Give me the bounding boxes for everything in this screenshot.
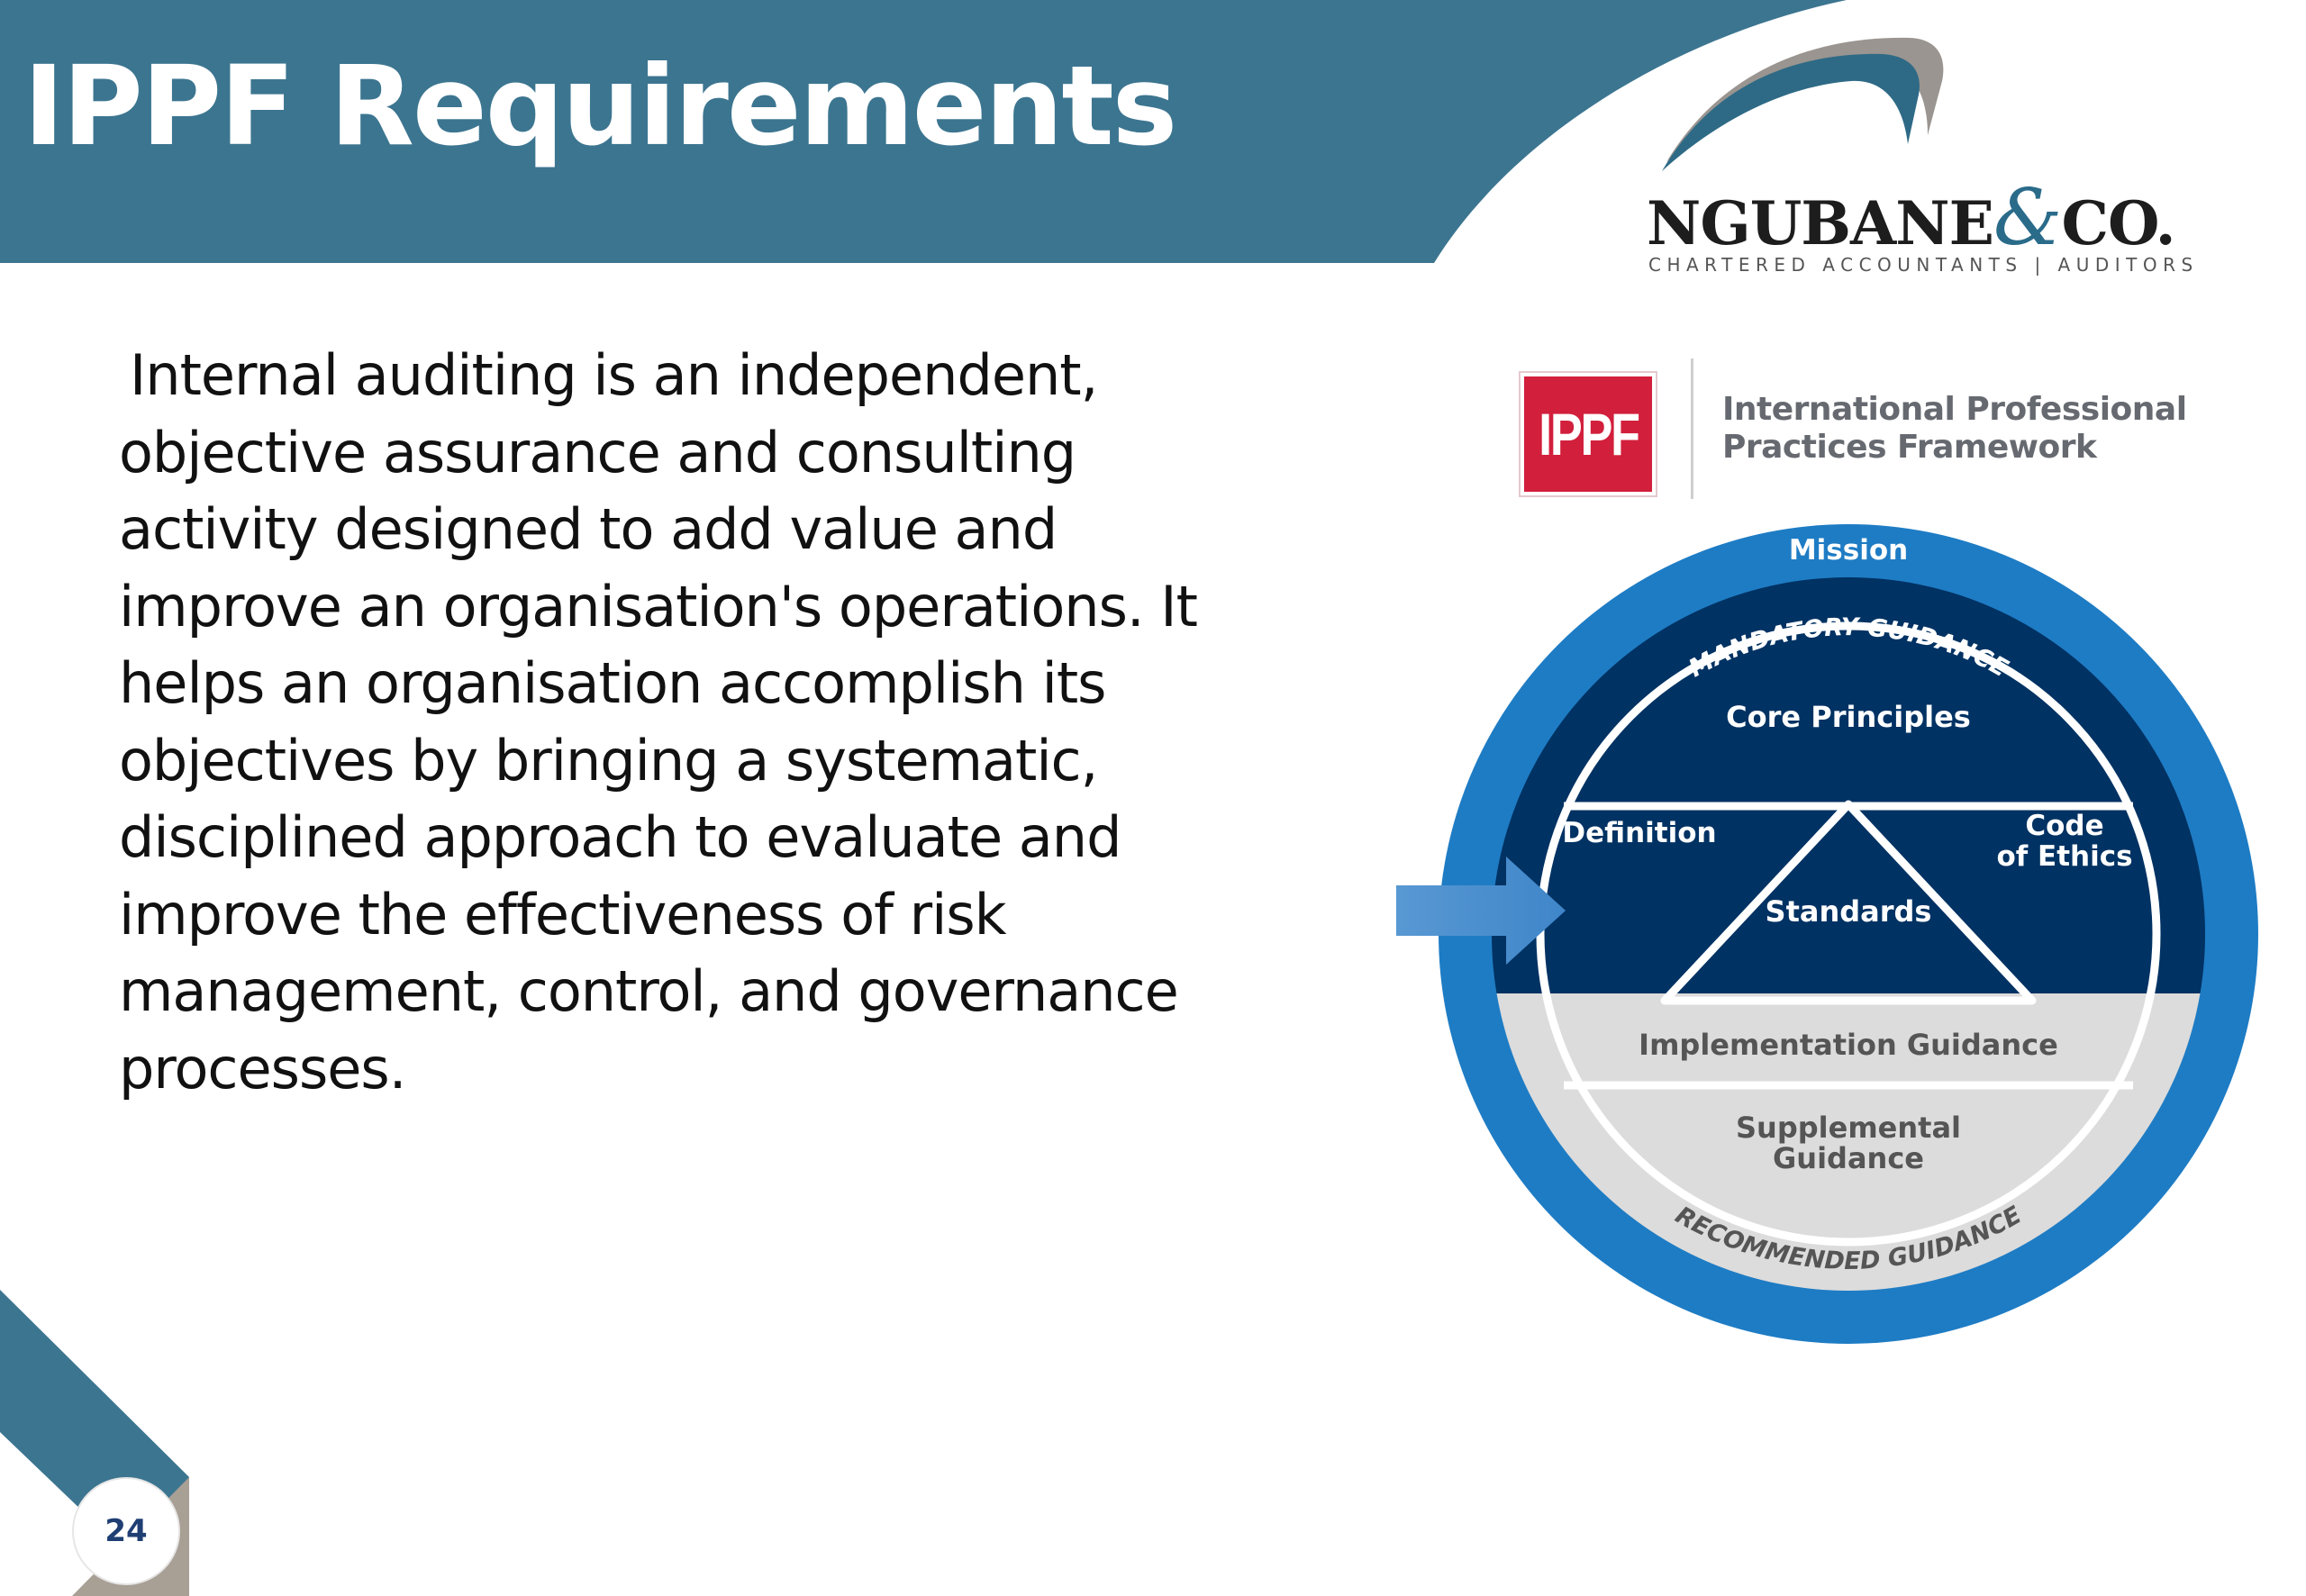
header-band [0, 0, 1847, 263]
standards-triangle [1660, 800, 2037, 1005]
code-of-ethics-label-line2: of Ethics [1996, 840, 2132, 873]
standards-label: Standards [1766, 894, 1932, 929]
ippf-divider [1691, 358, 1693, 499]
page-number-badge: 24 [72, 1477, 180, 1585]
code-of-ethics-label-line1: Code [2025, 810, 2103, 842]
supplemental-guidance-label-line2: Guidance [1773, 1141, 1924, 1175]
ippf-badge-text: IPPF [1538, 401, 1640, 467]
company-logo-tagline: CHARTERED ACCOUNTANTS | AUDITORS [1648, 254, 2199, 276]
mission-label: Mission [1789, 534, 1908, 567]
core-principles-label: Core Principles [1726, 700, 1971, 734]
inner-divider-ring [1536, 621, 2161, 1247]
company-logo-wordmark: NGUBANE&CO. [1647, 179, 2176, 259]
definition-paragraph: Internal auditing is an independent, obj… [119, 342, 1198, 1102]
slide-title: IPPF Requirements [23, 42, 1177, 170]
definition-label: Definition [1562, 817, 1716, 849]
logo-ampersand: & [1993, 173, 2063, 263]
logo-name-right: CO. [2061, 188, 2175, 258]
logo-swoosh-teal [1662, 53, 1920, 171]
supplemental-guidance-label-line1: Supplemental [1736, 1111, 1961, 1145]
pointer-arrow [1396, 857, 1566, 965]
logo-name-left: NGUBANE [1647, 188, 1994, 258]
ippf-full-name: International Professional Practices Fra… [1722, 391, 2187, 466]
implementation-guidance-label: Implementation Guidance [1639, 1028, 2058, 1062]
ippf-framework-diagram: Mission MANDATORY GUIDANCE Core Principl… [1396, 524, 2258, 1344]
ippf-badge: IPPF [1521, 373, 1656, 495]
